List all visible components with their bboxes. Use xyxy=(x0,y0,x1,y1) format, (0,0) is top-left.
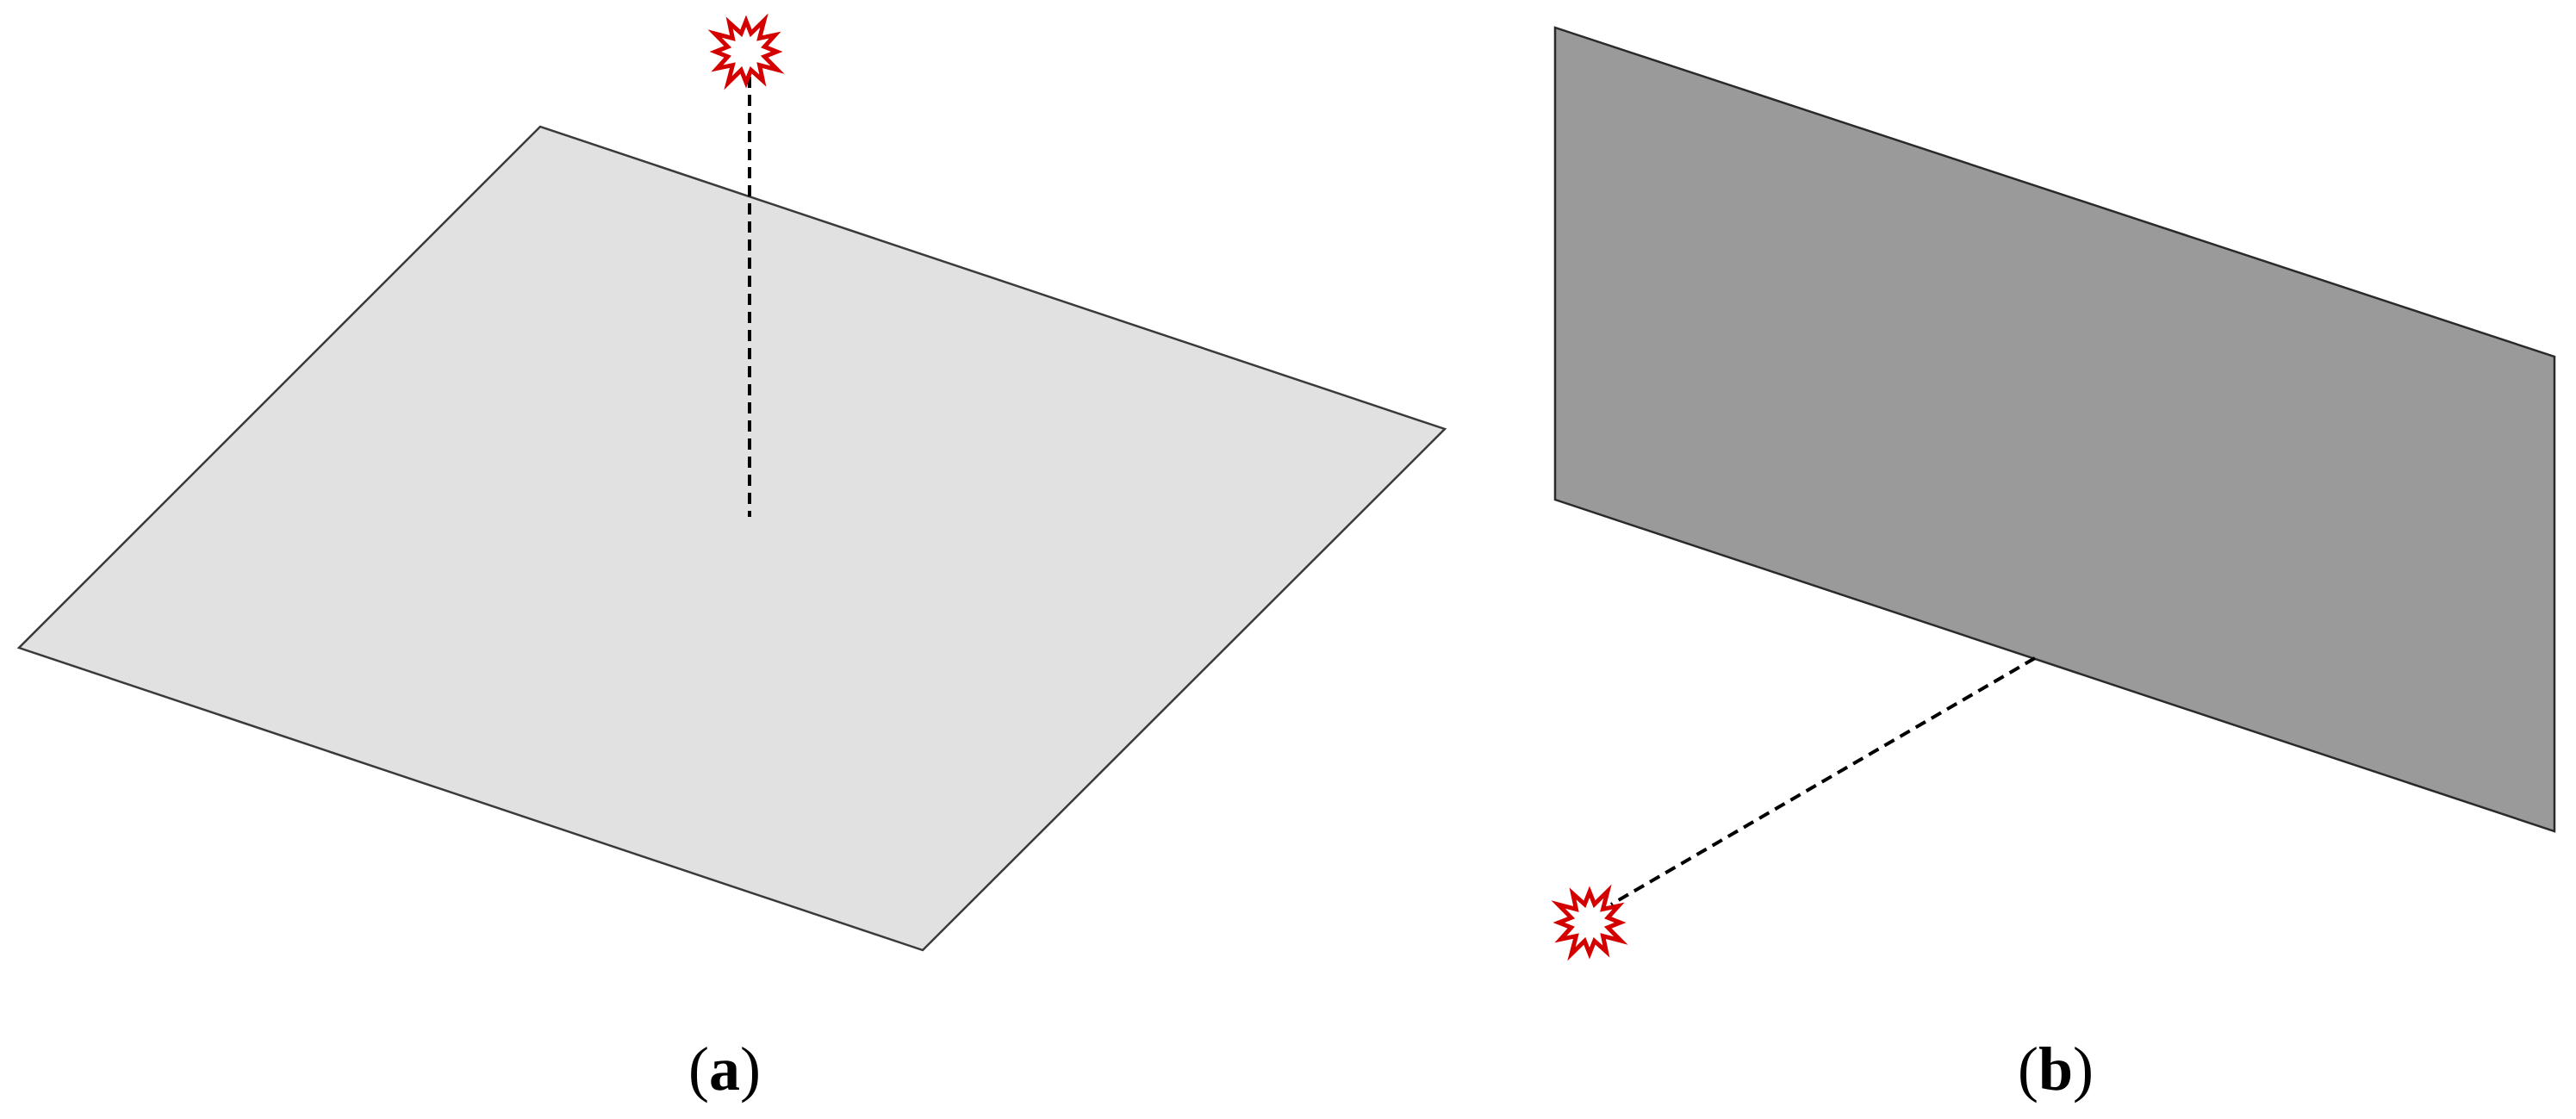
horizontal-plate xyxy=(16,125,1447,952)
caption-b: (b) xyxy=(2018,1035,2094,1103)
caption-a: (a) xyxy=(688,1035,761,1103)
standoff-line-horizontal xyxy=(1609,656,2037,906)
panel-a xyxy=(16,13,1447,952)
explosion-icon xyxy=(1551,884,1628,961)
explosion-icon xyxy=(707,13,785,90)
vertical-wall xyxy=(1553,26,2556,833)
panel-b xyxy=(1551,26,2556,961)
